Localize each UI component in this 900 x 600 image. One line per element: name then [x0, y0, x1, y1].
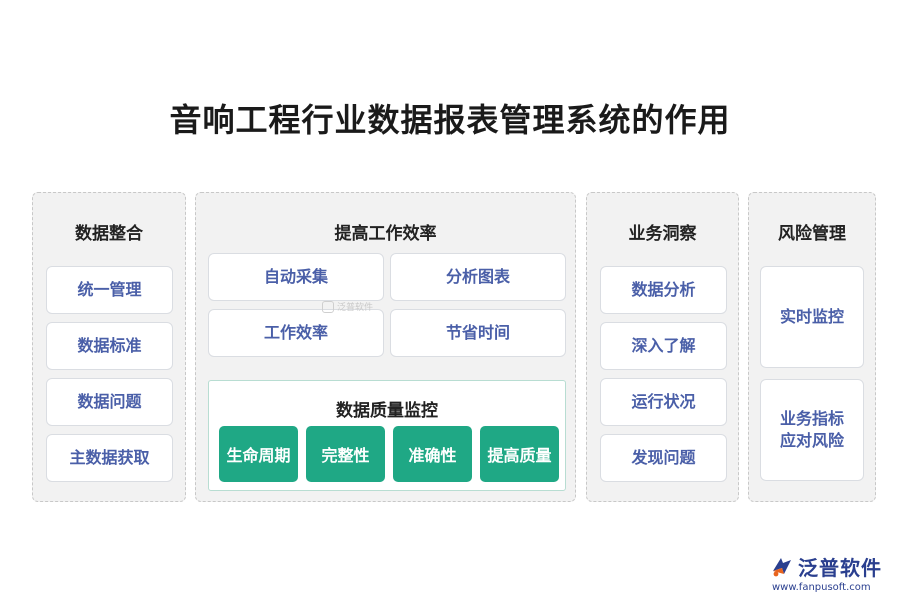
- watermark-text: 泛普软件: [337, 303, 374, 313]
- quality-monitoring-box: 数据质量监控 生命周期 完整性 准确性 提高质量: [208, 380, 566, 491]
- insight-item-deep-understanding: 深入了解: [600, 322, 727, 370]
- panel-title-efficiency: 提高工作效率: [334, 224, 437, 244]
- integration-item-master-data: 主数据获取: [46, 434, 173, 482]
- quality-item-lifecycle: 生命周期: [219, 426, 298, 482]
- panel-title-business-insight: 业务洞察: [628, 224, 697, 244]
- panel-efficiency: 提高工作效率 自动采集 分析图表 工作效率 节省时间 数据质量监控 生命周期 完…: [195, 192, 576, 502]
- integration-item-data-problems: 数据问题: [46, 378, 173, 426]
- integration-item-unified-management: 统一管理: [46, 266, 173, 314]
- watermark: 泛普软件: [322, 300, 373, 313]
- risk-item-realtime-monitoring: 实时监控: [760, 266, 864, 368]
- quality-item-improve-quality: 提高质量: [480, 426, 559, 482]
- logo-url: www.fanpusoft.com: [772, 582, 871, 593]
- panel-business-insight: 业务洞察 数据分析 深入了解 运行状况 发现问题: [586, 192, 739, 502]
- page-title: 音响工程行业数据报表管理系统的作用: [169, 101, 731, 139]
- efficiency-item-work-efficiency: 工作效率: [208, 309, 384, 357]
- panel-risk-management: 风险管理 实时监控 业务指标 应对风险: [748, 192, 876, 502]
- watermark-logo-icon: [322, 300, 334, 313]
- fanpu-logo-icon: [773, 557, 791, 576]
- quality-item-completeness: 完整性: [306, 426, 385, 482]
- brand-logo: 泛普软件 www.fanpusoft.com: [770, 552, 895, 594]
- efficiency-item-auto-collect: 自动采集: [208, 253, 384, 301]
- efficiency-item-analysis-charts: 分析图表: [390, 253, 566, 301]
- panel-title-risk-management: 风险管理: [778, 224, 846, 244]
- panel-title-data-integration: 数据整合: [75, 224, 143, 244]
- insight-item-data-analysis: 数据分析: [600, 266, 727, 314]
- panel-data-integration: 数据整合 统一管理 数据标准 数据问题 主数据获取: [32, 192, 186, 502]
- efficiency-item-save-time: 节省时间: [390, 309, 566, 357]
- logo-name: 泛普软件: [798, 556, 882, 580]
- integration-item-data-standard: 数据标准: [46, 322, 173, 370]
- quality-item-accuracy: 准确性: [393, 426, 472, 482]
- insight-item-operating-status: 运行状况: [600, 378, 727, 426]
- insight-item-find-problems: 发现问题: [600, 434, 727, 482]
- risk-item-business-indicators: 业务指标 应对风险: [760, 379, 864, 481]
- quality-monitoring-title: 数据质量监控: [336, 401, 438, 421]
